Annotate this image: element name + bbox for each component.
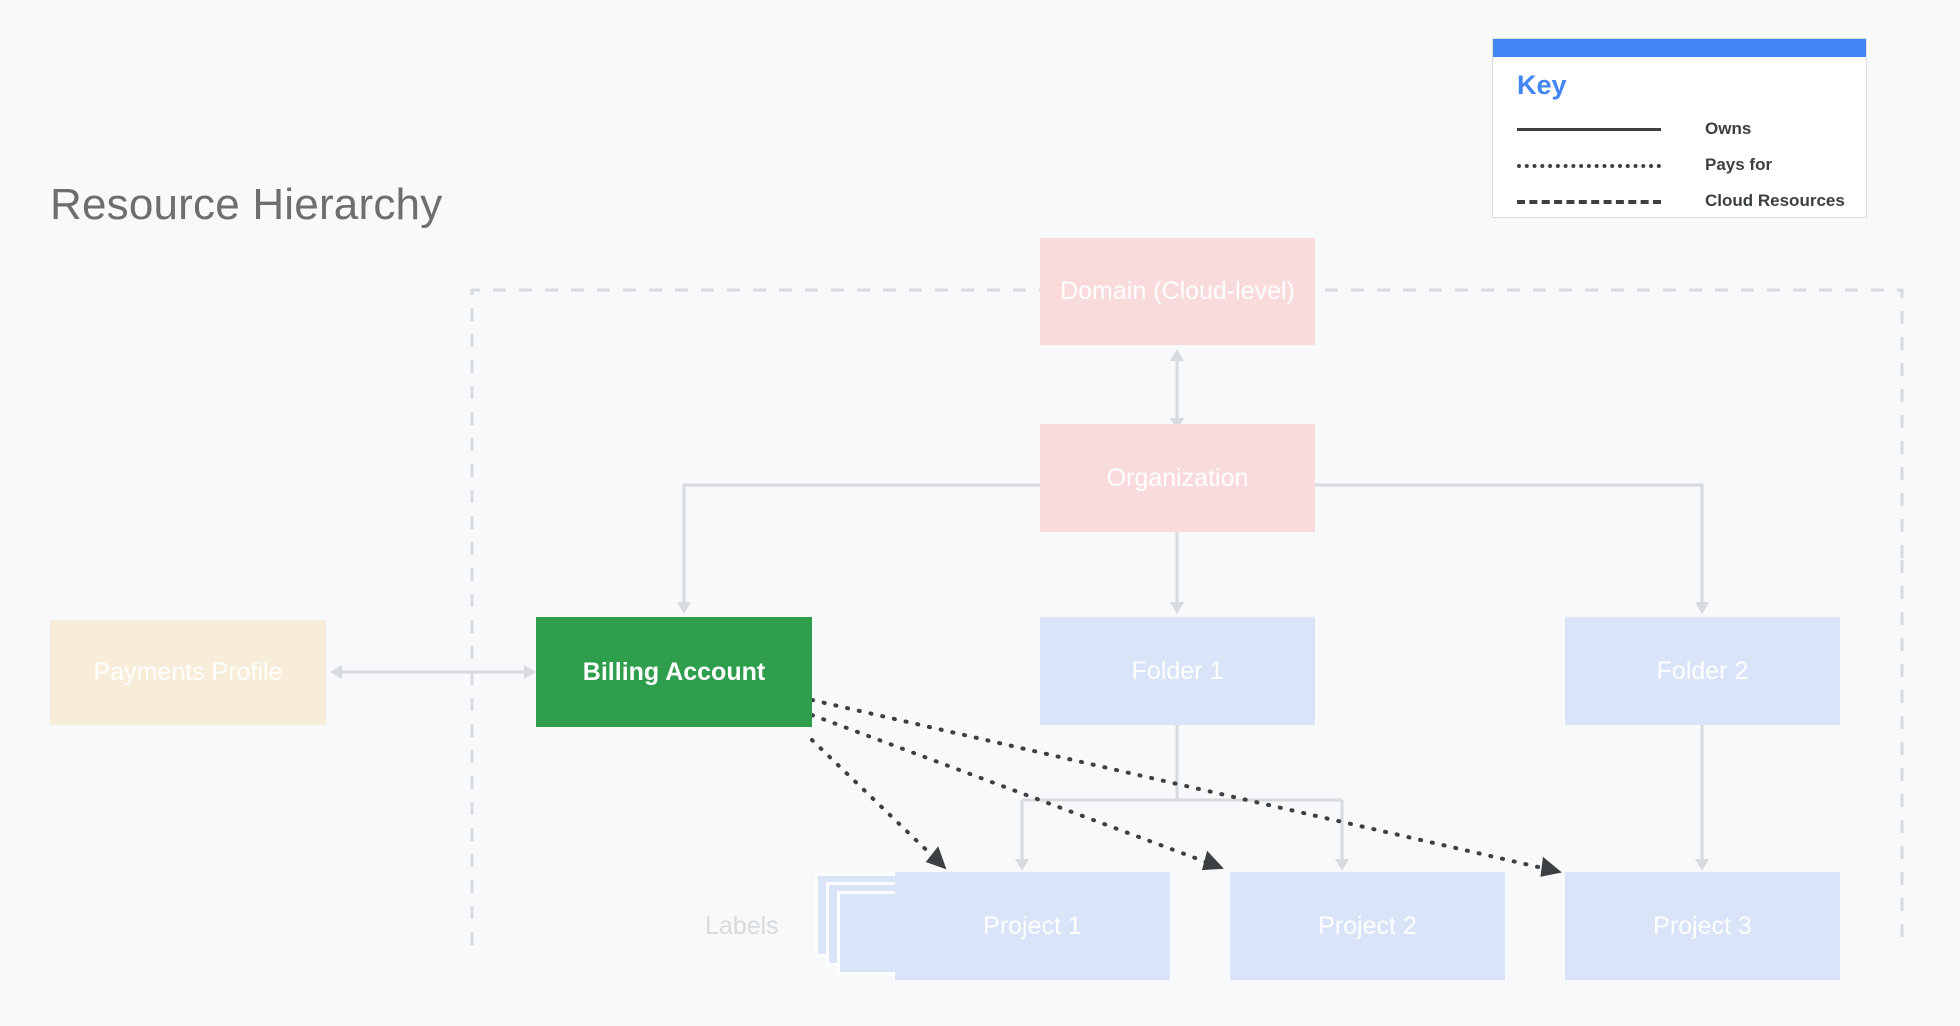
- key-label-pays-for: Pays for: [1705, 155, 1773, 174]
- node-payments-profile-label: Payments Profile: [93, 658, 283, 686]
- page-title: Resource Hierarchy: [50, 180, 443, 229]
- edge-billing-project2: [810, 713, 1224, 871]
- node-billing-account-label: Billing Account: [582, 657, 766, 686]
- key-row-owns: Owns: [1517, 119, 1856, 141]
- edge-billing-project3: [810, 698, 1562, 877]
- node-folder-2[interactable]: Folder 2: [1565, 617, 1840, 725]
- edge-organization-folder2: [1315, 483, 1709, 614]
- key-legend: Key Owns Pays for Cloud Resources: [1492, 38, 1867, 218]
- node-organization-label: Organization: [1106, 463, 1249, 492]
- node-folder-1[interactable]: Folder 1: [1040, 617, 1315, 725]
- key-row-pays-for: Pays for: [1517, 155, 1856, 177]
- node-billing-account[interactable]: Billing Account: [536, 617, 812, 727]
- node-domain[interactable]: Domain (Cloud-level): [1040, 238, 1315, 345]
- node-organization[interactable]: Organization: [1040, 424, 1315, 532]
- node-project-1[interactable]: Project 1: [895, 872, 1170, 980]
- dashed-line-icon: [1517, 191, 1661, 213]
- node-payments-profile[interactable]: Payments Profile: [50, 620, 326, 725]
- node-project-2-label: Project 2: [1318, 911, 1417, 940]
- node-project-3-label: Project 3: [1653, 911, 1752, 940]
- node-project-2[interactable]: Project 2: [1230, 872, 1505, 980]
- edge-organization-billing: [677, 483, 1040, 614]
- key-label-owns: Owns: [1705, 119, 1752, 138]
- edge-folder1-projects: [1015, 725, 1349, 871]
- node-project-3[interactable]: Project 3: [1565, 872, 1840, 980]
- key-title: Key: [1517, 70, 1567, 100]
- edge-billing-project1: [810, 738, 947, 870]
- key-accent-bar: [1493, 39, 1866, 57]
- node-project-1-label: Project 1: [983, 911, 1082, 940]
- node-folder-1-label: Folder 1: [1131, 656, 1224, 685]
- dotted-line-icon: [1517, 155, 1661, 177]
- labels-caption: Labels: [705, 912, 779, 940]
- key-row-cloud-resources: Cloud Resources: [1517, 191, 1856, 213]
- solid-line-icon: [1517, 119, 1661, 141]
- node-domain-label: Domain (Cloud-level): [1060, 277, 1295, 305]
- key-label-cloud-resources: Cloud Resources: [1705, 191, 1845, 210]
- node-folder-2-label: Folder 2: [1656, 656, 1749, 685]
